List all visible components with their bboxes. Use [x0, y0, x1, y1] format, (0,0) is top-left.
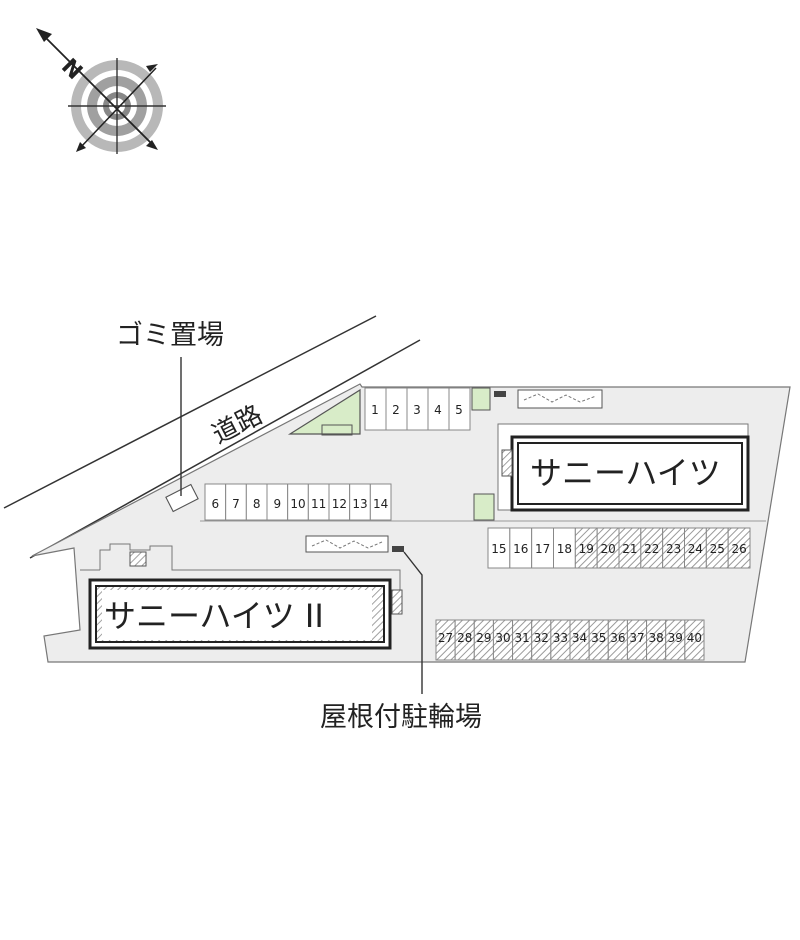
parking-space-label: 10	[290, 497, 305, 511]
parking-space-label: 6	[212, 497, 220, 511]
parking-space-label: 11	[311, 497, 326, 511]
parking-space-label: 35	[591, 631, 606, 645]
parking-space	[727, 527, 751, 569]
parking-space-label: 27	[438, 631, 453, 645]
parking-space-label: 37	[629, 631, 644, 645]
planter	[471, 387, 491, 411]
meter-box	[494, 391, 506, 397]
parking-space-label: 36	[610, 631, 625, 645]
road	[4, 316, 420, 558]
parking-space-label: 15	[491, 542, 506, 556]
parking-space-label: 17	[535, 542, 550, 556]
parking-space-label: 31	[515, 631, 530, 645]
parking-space-label: 34	[572, 631, 587, 645]
parking-space-label: 30	[495, 631, 510, 645]
parking-space	[684, 619, 705, 661]
parking-space-label: 4	[434, 403, 442, 417]
parking-space-label: 25	[710, 542, 725, 556]
parking-space-label: 22	[644, 542, 659, 556]
parking-space-label: 39	[668, 631, 683, 645]
parking-space-label: 29	[476, 631, 491, 645]
parking-space-label: 14	[373, 497, 388, 511]
parking-space-label: 1	[371, 403, 379, 417]
parking-space-label: 8	[253, 497, 261, 511]
parking-space-label: 40	[687, 631, 702, 645]
parking-space-label: 26	[731, 542, 746, 556]
parking-space-label: 23	[666, 542, 681, 556]
building-second-label: サニーハイツ II	[104, 597, 324, 635]
parking-space-label: 21	[622, 542, 637, 556]
parking-space-label: 18	[557, 542, 572, 556]
building-second	[80, 543, 403, 650]
parking-row-a	[364, 387, 471, 431]
parking-space-label: 32	[534, 631, 549, 645]
parking-space-label: 20	[600, 542, 615, 556]
parking-space-label: 24	[688, 542, 703, 556]
parking-space-label: 16	[513, 542, 528, 556]
parking-space-label: 19	[579, 542, 594, 556]
garbage-area	[165, 483, 199, 513]
bike-rack-middle	[305, 535, 389, 553]
parking-space-label: 38	[649, 631, 664, 645]
parking-space-label: 13	[352, 497, 367, 511]
parking-space-label: 3	[413, 403, 421, 417]
parking-space-label: 7	[232, 497, 240, 511]
bicycle-parking-label: 屋根付駐輪場	[320, 702, 482, 733]
parking-space-label: 28	[457, 631, 472, 645]
garbage-label: ゴミ置場	[116, 320, 224, 351]
parking-space-label: 33	[553, 631, 568, 645]
parking-space-label: 5	[455, 403, 463, 417]
planter-2	[473, 493, 495, 521]
parking-space-label: 9	[274, 497, 282, 511]
parking-space-label: 12	[332, 497, 347, 511]
compass-icon	[36, 28, 166, 154]
building-main	[497, 423, 750, 512]
parking-space	[369, 483, 392, 521]
green-area	[287, 388, 361, 435]
building-main-label: サニーハイツ	[530, 454, 721, 492]
parking-space-label: 2	[392, 403, 400, 417]
